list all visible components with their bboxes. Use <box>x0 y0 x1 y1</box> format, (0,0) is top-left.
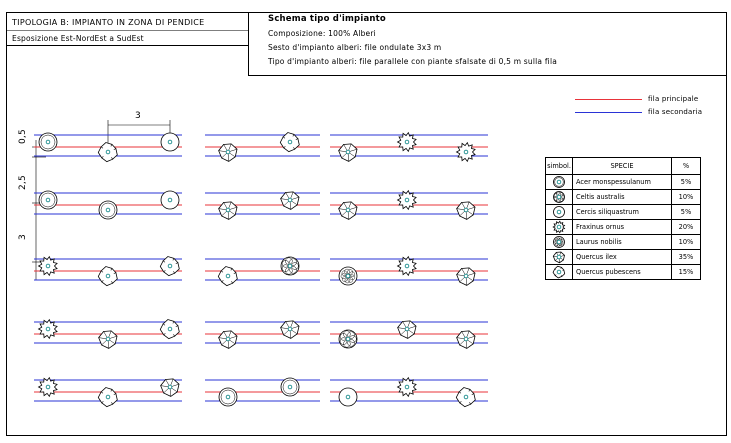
legend-secondaria-label: fila secondaria <box>648 108 703 116</box>
species-percent: 35% <box>671 249 701 265</box>
species-percent: 10% <box>671 234 701 250</box>
quercus-ilex-icon <box>218 143 238 162</box>
quercus-pubescens-icon <box>279 132 300 153</box>
quercus-pubescens-icon <box>97 142 118 163</box>
quercus-ilex-icon <box>280 320 300 339</box>
schema-title: Schema tipo d'impianto <box>268 14 386 24</box>
quercus-ilex-icon <box>98 330 118 349</box>
fraxinus-icon <box>455 141 476 163</box>
fraxinus-icon <box>396 189 417 211</box>
fraxinus-icon <box>396 376 417 398</box>
quercus-pubescens-icon <box>217 266 238 287</box>
celtis-icon <box>338 329 358 349</box>
quercus-ilex-icon <box>218 330 238 349</box>
quercus-ilex-icon <box>338 201 358 220</box>
species-name: Laurus nobilis <box>572 234 672 250</box>
fraxinus-icon <box>396 131 417 153</box>
acer-icon <box>218 387 238 407</box>
legend-principale-label: fila principale <box>648 95 699 103</box>
acer-icon <box>38 190 58 210</box>
header-percent: % <box>671 157 701 175</box>
quercus-ilex-icon <box>456 201 476 220</box>
quercus-pubescens-icon <box>97 387 118 408</box>
species-name: Fraxinus ornus <box>572 219 672 235</box>
fraxinus-icon <box>545 219 573 235</box>
header-species: SPECIE <box>572 157 672 175</box>
dim-offset-left: 0,5 <box>18 129 28 144</box>
quercus-ilex-icon <box>218 201 238 220</box>
tipo-text: Tipo d'impianto alberi: file parallele c… <box>268 57 558 66</box>
acer-icon <box>280 377 300 397</box>
species-table-header: simbol. SPECIE % <box>545 157 701 175</box>
quercus-pubescens-icon <box>97 266 118 287</box>
cercis-icon <box>545 204 573 220</box>
quercus-ilex-icon <box>160 378 180 397</box>
dim-row-gap: 2,5 <box>18 175 28 190</box>
quercus-pubescens-icon <box>159 256 180 277</box>
species-percent: 5% <box>671 174 701 190</box>
species-name: Quercus pubescens <box>572 264 672 280</box>
celtis-icon <box>545 189 573 205</box>
species-percent: 5% <box>671 204 701 220</box>
species-name: Quercus ilex <box>572 249 672 265</box>
acer-icon <box>38 132 58 152</box>
quercus-ilex-icon <box>545 249 573 265</box>
fraxinus-icon <box>37 376 58 398</box>
species-name: Celtis australis <box>572 189 672 205</box>
species-percent: 10% <box>671 189 701 205</box>
sesto-text: Sesto d'impianto alberi: file ondulate 3… <box>268 43 442 52</box>
species-name: Acer monspessulanum <box>572 174 672 190</box>
fraxinus-icon <box>396 255 417 277</box>
fraxinus-icon <box>37 318 58 340</box>
acer-icon <box>545 174 573 190</box>
dim-row-spacing: 3 <box>18 234 28 240</box>
fraxinus-icon <box>37 255 58 277</box>
composizione-text: Composizione: 100% Alberi <box>268 29 376 38</box>
title-line-2: Esposizione Est-NordEst a SudEst <box>12 34 144 43</box>
quercus-ilex-icon <box>456 267 476 286</box>
header-symbol: simbol. <box>545 157 573 175</box>
species-percent: 15% <box>671 264 701 280</box>
cercis-icon <box>160 190 180 210</box>
cercis-icon <box>160 132 180 152</box>
laurus-icon <box>545 234 573 250</box>
quercus-ilex-icon <box>456 330 476 349</box>
celtis-icon <box>280 256 300 276</box>
quercus-ilex-icon <box>338 143 358 162</box>
species-percent: 20% <box>671 219 701 235</box>
dim-spacing-top: 3 <box>135 111 141 121</box>
quercus-pubescens-icon <box>545 264 573 280</box>
laurus-icon <box>338 266 358 286</box>
title-line-1: TIPOLOGIA B: IMPIANTO IN ZONA DI PENDICE <box>12 18 205 27</box>
cercis-icon <box>338 387 358 407</box>
quercus-pubescens-icon <box>455 387 476 408</box>
quercus-ilex-icon <box>397 320 417 339</box>
quercus-ilex-icon <box>280 191 300 210</box>
species-name: Cercis siliquastrum <box>572 204 672 220</box>
quercus-pubescens-icon <box>159 319 180 340</box>
acer-icon <box>98 200 118 220</box>
